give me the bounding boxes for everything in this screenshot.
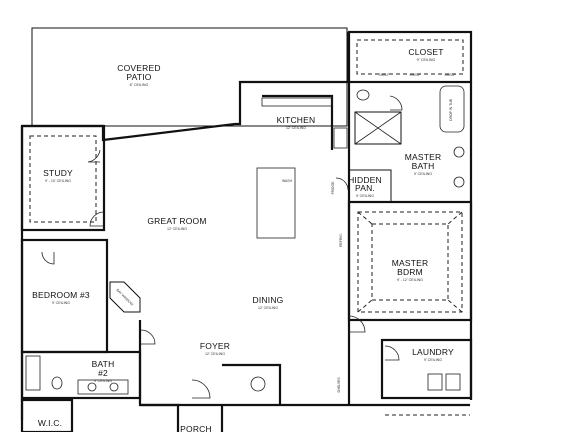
shower — [354, 111, 402, 145]
sink-bath2-b — [109, 382, 119, 392]
exterior-walls — [20, 27, 473, 432]
master-bath-label-2: BATH — [412, 161, 435, 171]
shelves-note: SHELVES — [337, 377, 341, 393]
door-master-bath — [389, 95, 403, 111]
tub-note: DROP IN TUB — [449, 98, 453, 120]
laundry-label: LAUNDRY — [412, 347, 454, 357]
study-tray — [29, 135, 97, 223]
bay-window-note: BAY WINDOW — [115, 288, 134, 307]
hidden-pan-label-1: HIDDEN — [348, 175, 382, 185]
master-bath-label-1: MASTER — [405, 152, 442, 162]
sink-bath2-a — [87, 382, 97, 392]
master-bath-ceiling: 9' CEILING — [414, 172, 432, 176]
shelf-note-3: SHELF — [445, 73, 456, 77]
door-bath — [140, 329, 156, 345]
room-labels: COVERED PATIO 8" CEILING CLOSET 9" CEILI… — [32, 47, 454, 432]
range-hood — [333, 127, 348, 149]
shelf-note-2: SHELF — [410, 73, 421, 77]
master-tray-ceiling — [357, 211, 463, 313]
dining-ceiling: 12' CEILING — [258, 306, 278, 310]
door-front — [191, 379, 211, 399]
master-bdrm-label-2: BDRM — [397, 267, 423, 277]
study-walls — [20, 124, 106, 232]
master-bdrm-label-1: MASTER — [392, 258, 429, 268]
door-bedroom3 — [41, 251, 55, 265]
wic-walls — [20, 398, 74, 432]
door-study-2 — [89, 211, 105, 227]
porch-label: PORCH — [180, 424, 212, 432]
closet-ceiling: 9" CEILING — [417, 58, 436, 62]
bedroom3-label: BEDROOM #3 — [32, 290, 90, 300]
bay-window — [109, 281, 141, 313]
bath2-ceiling: 9' CEILING — [94, 379, 112, 383]
bath2-label-1: BATH — [92, 359, 115, 369]
toilet-master — [356, 89, 370, 101]
vanity-bath2 — [77, 379, 129, 395]
door-laundry — [384, 345, 400, 361]
doors — [41, 95, 403, 399]
washer — [427, 373, 443, 391]
dining-label: DINING — [253, 295, 284, 305]
shelf-note-1: SHELF — [379, 73, 390, 77]
door-master — [348, 315, 366, 333]
covered-patio-label-1: COVERED — [117, 63, 160, 73]
study-ceiling: 9' - 10' CEILING — [45, 179, 71, 183]
laundry-walls — [380, 338, 473, 400]
sink-master-1 — [453, 146, 465, 158]
covered-patio-ceiling: 8" CEILING — [130, 83, 149, 87]
hidden-pan-ceiling: 9' CEILING — [356, 194, 374, 198]
study-label: STUDY — [43, 168, 73, 178]
front-left-wall — [138, 320, 180, 432]
kitchen-counter — [261, 97, 333, 107]
hidden-pan-label-2: PAN. — [355, 183, 375, 193]
kitchen-island — [256, 167, 296, 239]
dryer — [445, 373, 461, 391]
door-study — [87, 149, 101, 163]
great-room-label: GREAT ROOM — [147, 216, 206, 226]
bedroom3-ceiling: 9' CEILING — [52, 301, 70, 305]
great-room-ceiling: 12' CEILING — [167, 227, 187, 231]
foyer-ceiling: 12' CEILING — [205, 352, 225, 356]
kitchen-counter-wall — [262, 94, 334, 150]
refrig-note: REFRIG. — [339, 233, 343, 247]
shower-x — [354, 111, 402, 145]
covered-patio-label-2: PATIO — [126, 72, 151, 82]
sink-master-2 — [453, 176, 465, 188]
kitchen-label: KITCHEN — [277, 115, 316, 125]
wash-note: WASH — [282, 179, 293, 183]
door-pantry — [335, 177, 349, 191]
master-tray-inner — [371, 223, 449, 301]
tub — [439, 85, 465, 133]
master-bedroom-walls — [347, 200, 473, 322]
master-bdrm-ceiling: 9' - 12' CEILING — [397, 278, 423, 282]
laundry-ceiling: 9' CEILING — [424, 358, 442, 362]
wic-label: W.I.C. — [38, 418, 62, 428]
powder-sink — [250, 376, 266, 392]
tub-bath2 — [25, 355, 41, 391]
toilet-bath2 — [51, 376, 63, 390]
closet-tray-ceiling — [356, 39, 464, 75]
closet-label: CLOSET — [408, 47, 443, 57]
kitchen-ceiling: 12' CEILING — [286, 126, 306, 130]
patio-slab — [31, 27, 348, 127]
foyer-label: FOYER — [200, 341, 230, 351]
powder-walls — [222, 363, 282, 405]
bath2-label-2: #2 — [98, 368, 108, 378]
fridge-note: FRIDGE — [331, 181, 335, 195]
